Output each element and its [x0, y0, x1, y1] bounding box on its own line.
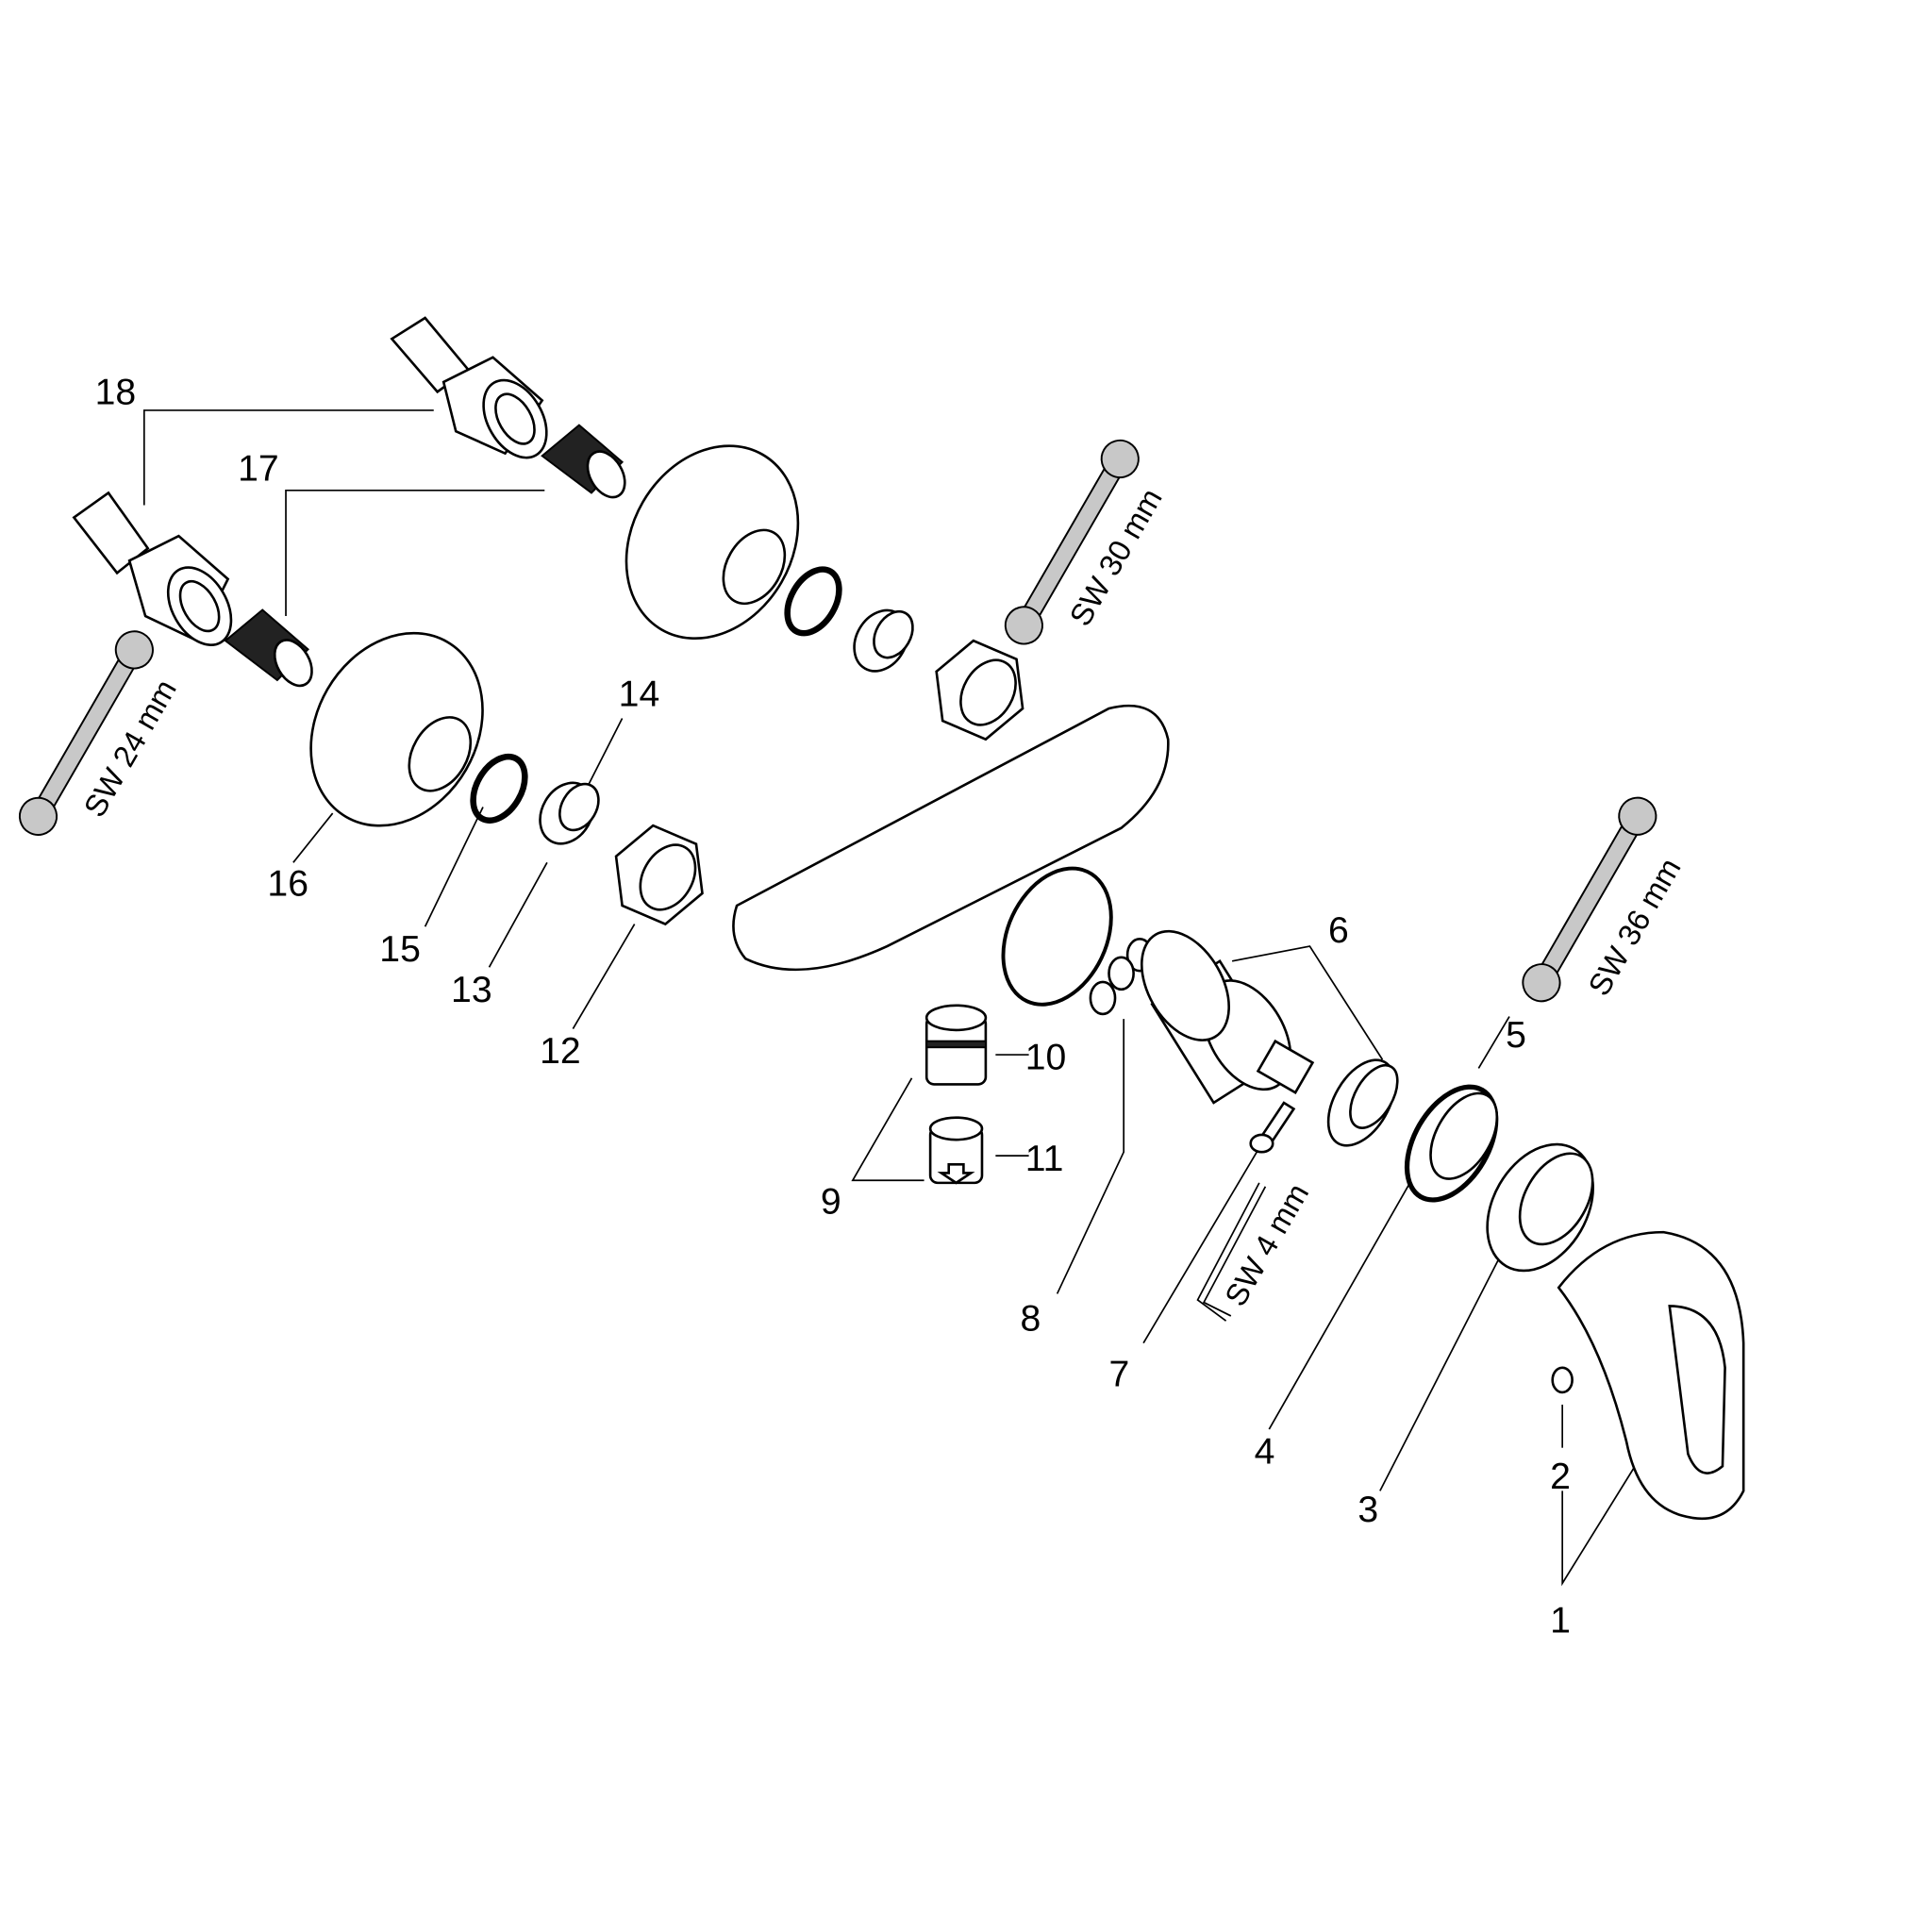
callout-2: 2: [1550, 1457, 1571, 1497]
hex-key-4mm-icon: [1196, 1182, 1267, 1322]
callout-1: 1: [1550, 1601, 1571, 1641]
part-6-thread-ring: [1326, 1058, 1399, 1147]
callout-14: 14: [619, 674, 660, 714]
part-7-screw: [1249, 1101, 1296, 1154]
callout-3: 3: [1357, 1490, 1378, 1530]
part-1-lever-handle: [1557, 1230, 1745, 1520]
callout-10: 10: [1025, 1038, 1067, 1078]
part-13-14-nipple: [539, 608, 914, 845]
callout-13: 13: [451, 970, 492, 1010]
wrench-36mm-icon: [1522, 796, 1657, 1003]
wrench-24mm-icon: [18, 630, 154, 836]
part-15-o-ring: [470, 566, 842, 824]
callout-9: 9: [821, 1182, 841, 1223]
part-16-escutcheon: [309, 444, 800, 827]
wrench-30-label: SW 30 mm: [1062, 482, 1169, 631]
part-6-cartridge: [1140, 929, 1315, 1105]
callout-17: 17: [238, 448, 279, 489]
callout-11: 11: [1025, 1139, 1064, 1179]
part-17-filter: [224, 424, 626, 688]
wrench-24-label: SW 24 mm: [76, 674, 183, 823]
hex-key-label: SW 4 mm: [1218, 1177, 1316, 1312]
part-4-5-nut: [1404, 1084, 1499, 1203]
part-10-flow-part: [924, 1004, 988, 1086]
callout-8: 8: [1020, 1299, 1041, 1340]
callout-16: 16: [267, 864, 308, 905]
callout-18: 18: [95, 372, 137, 412]
mixer-body: [732, 704, 1170, 1007]
callout-4: 4: [1255, 1432, 1275, 1473]
callout-15: 15: [379, 929, 421, 970]
part-18-lower-s-connector: [72, 491, 233, 646]
part-11-check-valve: [928, 1116, 984, 1185]
callout-6: 6: [1328, 910, 1349, 951]
callout-12: 12: [540, 1031, 581, 1072]
leader-lines: [142, 409, 1640, 1587]
wrench-30mm-icon: [1004, 439, 1140, 645]
part-18-upper-s-connector: [390, 316, 548, 459]
part-12-union-nut: [614, 639, 1024, 926]
callout-7: 7: [1109, 1354, 1130, 1394]
callout-5: 5: [1506, 1015, 1526, 1056]
part-3-sleeve: [1486, 1142, 1594, 1273]
part-2-cap: [1551, 1366, 1574, 1394]
